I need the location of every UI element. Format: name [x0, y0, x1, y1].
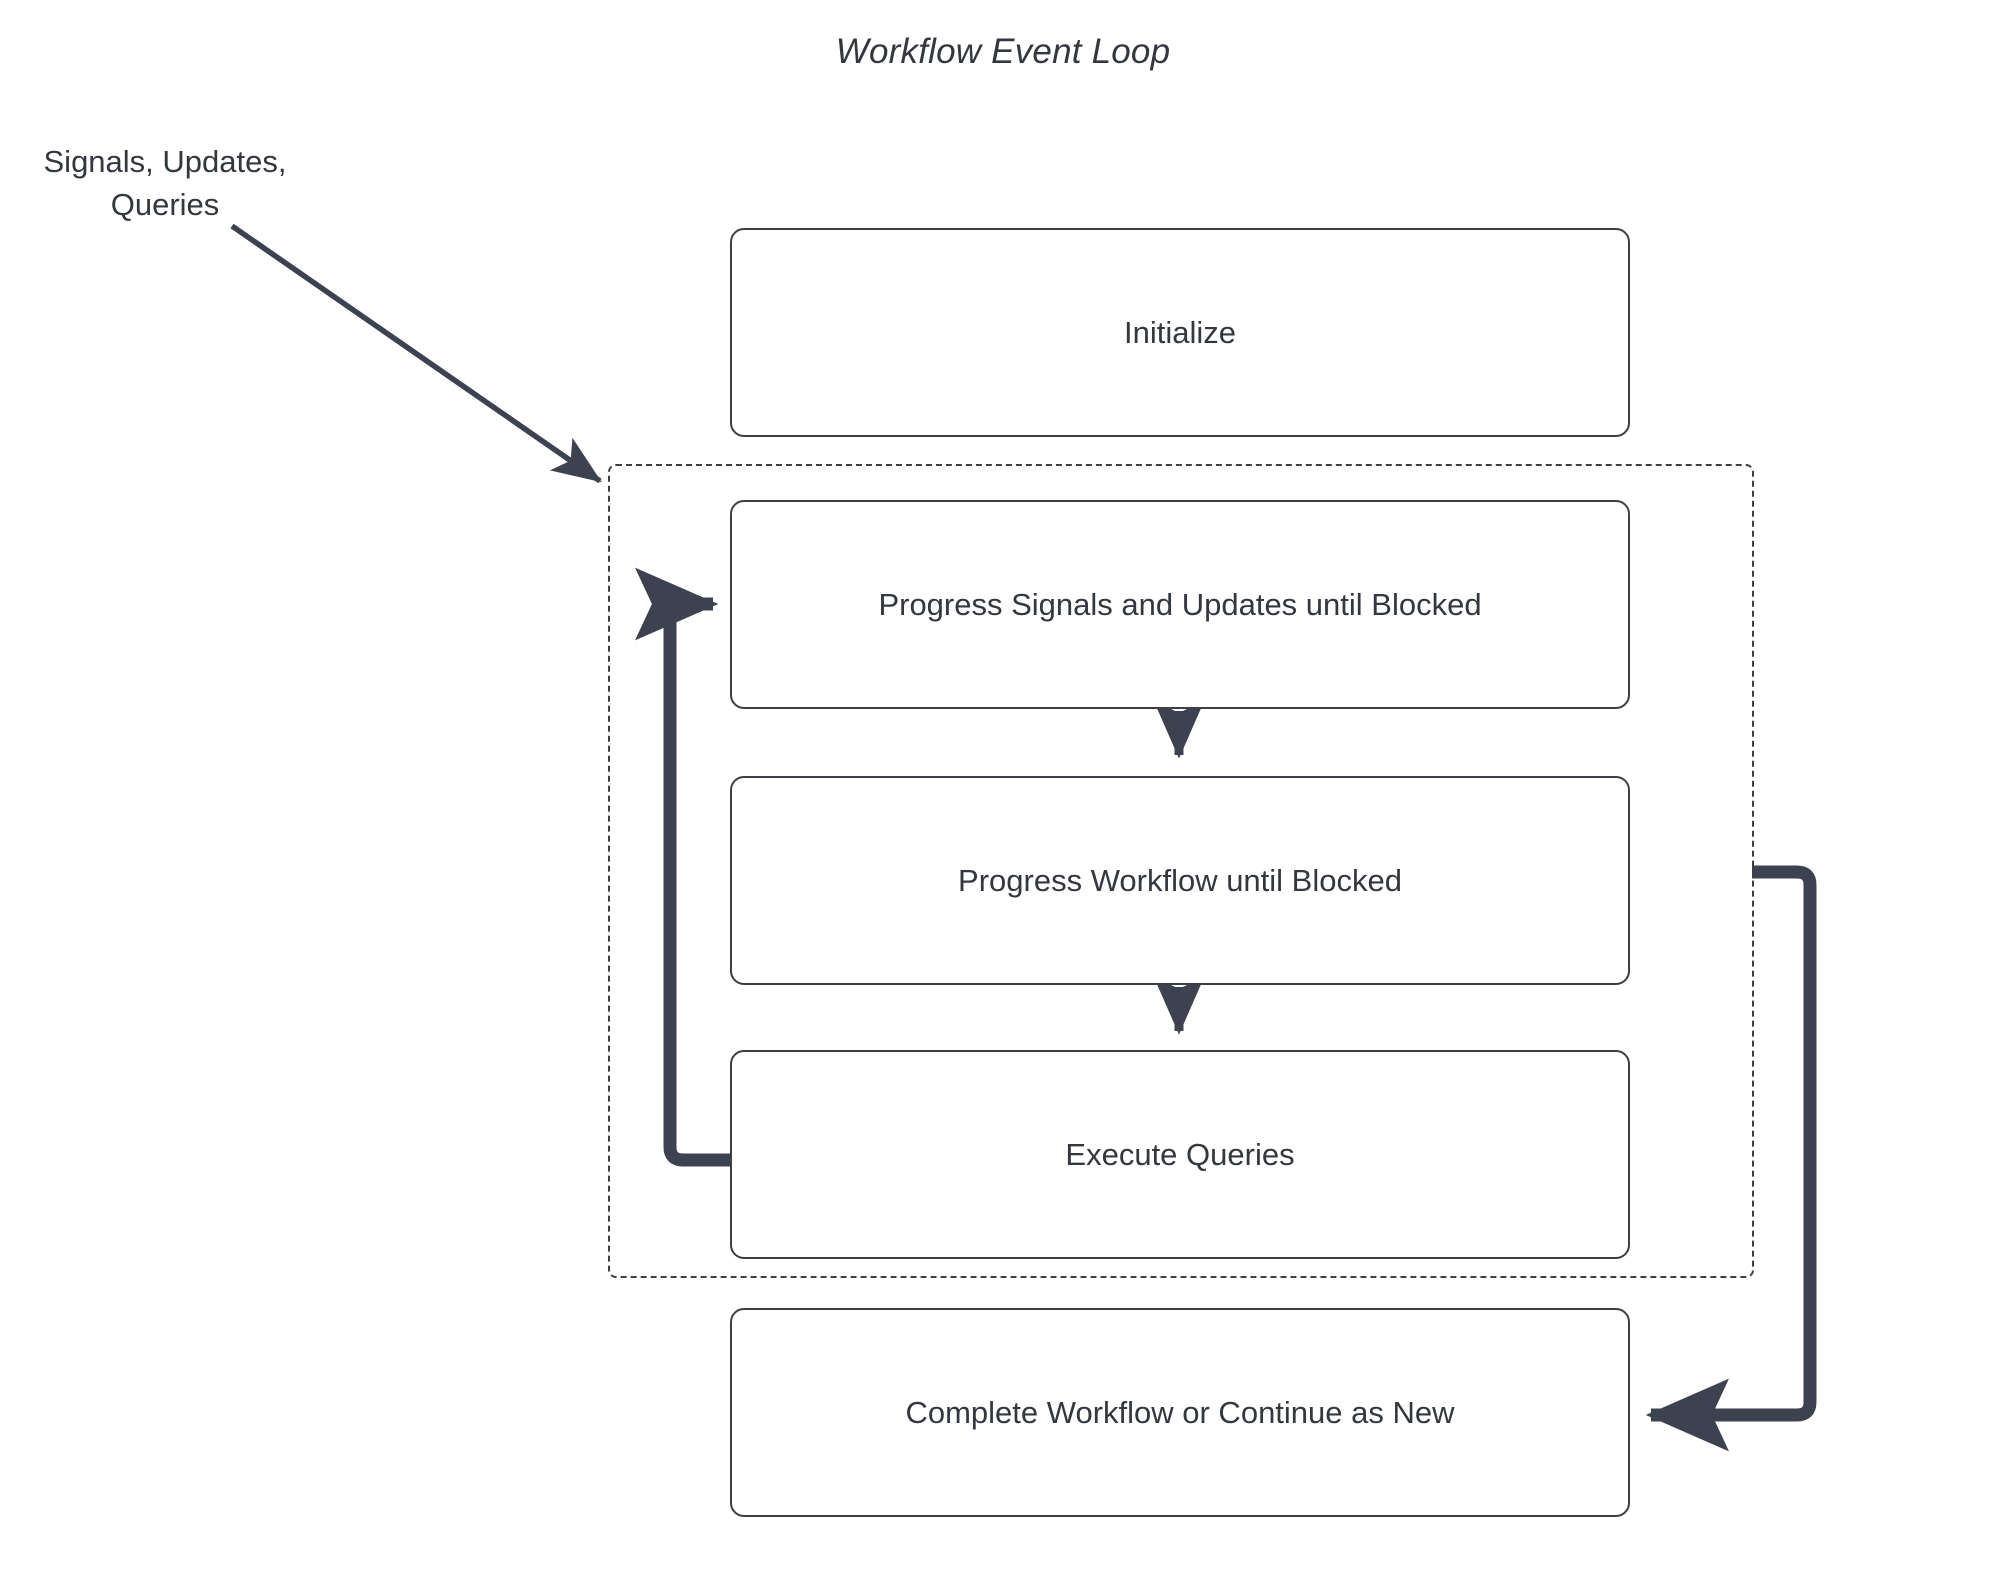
- external-input-label-line1: Signals, Updates,: [43, 144, 287, 179]
- node-progress-signals[interactable]: Progress Signals and Updates until Block…: [730, 500, 1630, 709]
- node-initialize-label: Initialize: [1124, 314, 1236, 350]
- edge-external-input-to-loop: [230, 223, 602, 484]
- node-initialize[interactable]: Initialize: [730, 228, 1630, 437]
- node-complete-workflow-label: Complete Workflow or Continue as New: [905, 1394, 1455, 1430]
- loop-container: [608, 464, 1754, 1278]
- node-progress-workflow-label: Progress Workflow until Blocked: [958, 862, 1402, 898]
- node-progress-signals-label: Progress Signals and Updates until Block…: [878, 586, 1482, 622]
- page-title: Workflow Event Loop: [835, 32, 1171, 71]
- external-input-label-line2: Queries: [110, 187, 220, 222]
- external-input-label: Signals, Updates, Queries: [30, 140, 300, 226]
- node-progress-workflow[interactable]: Progress Workflow until Blocked: [730, 776, 1630, 985]
- node-execute-queries[interactable]: Execute Queries: [730, 1050, 1630, 1259]
- node-complete-workflow[interactable]: Complete Workflow or Continue as New: [730, 1308, 1630, 1517]
- node-execute-queries-label: Execute Queries: [1065, 1136, 1295, 1172]
